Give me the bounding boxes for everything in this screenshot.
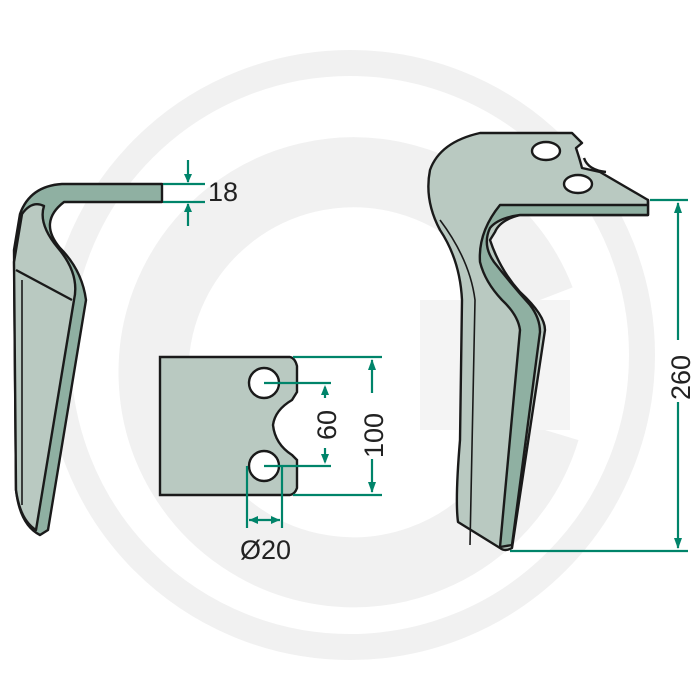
- perspective-view: [427, 131, 650, 552]
- hole-diameter-label: Ø20: [240, 535, 291, 565]
- side-view: [12, 182, 164, 537]
- plate-dimensions: [245, 355, 382, 528]
- mounting-plate-detail: [158, 355, 299, 497]
- overall-height-label: 260: [666, 355, 696, 400]
- hole-spacing-label: 60: [312, 410, 342, 440]
- thickness-label: 18: [208, 177, 238, 207]
- plate-height-label: 100: [359, 413, 389, 458]
- thickness-dimension: [163, 160, 205, 226]
